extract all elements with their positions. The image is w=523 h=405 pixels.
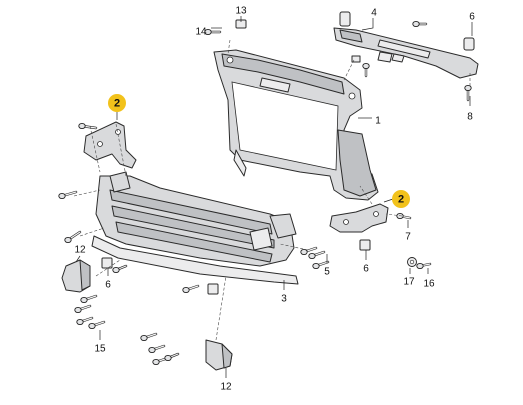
callout-c17: 17 [403, 277, 415, 288]
callout-c5: 5 [324, 267, 330, 278]
callout-c13: 13 [235, 6, 247, 17]
screw [300, 246, 318, 256]
callout-c6c: 6 [469, 12, 475, 23]
screw [64, 230, 82, 244]
callout-number: 16 [423, 279, 435, 290]
screw [308, 250, 326, 260]
callout-number: 3 [281, 294, 287, 305]
callout-number: 13 [235, 6, 247, 17]
callout-number: 6 [469, 12, 475, 23]
screw [464, 84, 472, 102]
callout-number: 6 [363, 264, 369, 275]
bottom-corner-trim [205, 339, 233, 371]
callout-c12a: 12 [74, 245, 86, 256]
screw [74, 304, 92, 314]
screw [362, 62, 370, 78]
upper-lock-carrier-bracket [333, 11, 479, 79]
callout-number: 12 [220, 382, 232, 393]
radiator-support-frame [213, 49, 379, 201]
callout-c16: 16 [423, 279, 435, 290]
callout-number: 14 [195, 27, 207, 38]
screw [396, 212, 412, 220]
assembly-guides [73, 39, 471, 341]
screw [112, 264, 128, 274]
callout-number: 15 [94, 344, 106, 355]
callout-leaders [75, 16, 473, 378]
screw [312, 260, 330, 270]
screw [80, 294, 98, 304]
screw [140, 332, 158, 342]
callout-number: 2 [398, 194, 404, 206]
callout-number: 4 [371, 8, 377, 19]
left-mounting-bracket [83, 121, 137, 169]
bumper-carrier [91, 171, 299, 285]
callout-number: 17 [403, 277, 415, 288]
callout-c3: 3 [281, 294, 287, 305]
callout-c1: 1 [375, 116, 381, 127]
callout-number: 1 [375, 116, 381, 127]
screw [88, 320, 106, 330]
screw [412, 20, 428, 28]
screw [76, 316, 94, 326]
screw [148, 344, 166, 354]
callout-number: 7 [405, 232, 411, 243]
screw [78, 122, 98, 130]
clip-nuts [101, 19, 371, 295]
callout-number: 8 [467, 112, 473, 123]
callout-number: 12 [74, 245, 86, 256]
screw [58, 190, 78, 200]
left-corner-trim [61, 259, 91, 293]
callout-c6b: 6 [363, 264, 369, 275]
callout-c12b: 12 [220, 382, 232, 393]
screw [416, 262, 432, 270]
callout-number: 5 [324, 267, 330, 278]
screw [204, 28, 222, 36]
callout-c15: 15 [94, 344, 106, 355]
callout-number: 2 [114, 98, 120, 110]
callout-c2a: 2 [108, 94, 126, 112]
callout-c4: 4 [371, 8, 377, 19]
washer [407, 257, 417, 267]
screw [164, 352, 180, 362]
callout-c6a: 6 [105, 280, 111, 291]
right-mounting-bracket [329, 203, 389, 233]
screw [182, 284, 200, 294]
callout-number: 6 [105, 280, 111, 291]
callout-c8: 8 [467, 112, 473, 123]
screws [58, 20, 472, 366]
callout-c14: 14 [195, 27, 207, 38]
callout-c7: 7 [405, 232, 411, 243]
callout-c2b: 2 [392, 190, 410, 208]
